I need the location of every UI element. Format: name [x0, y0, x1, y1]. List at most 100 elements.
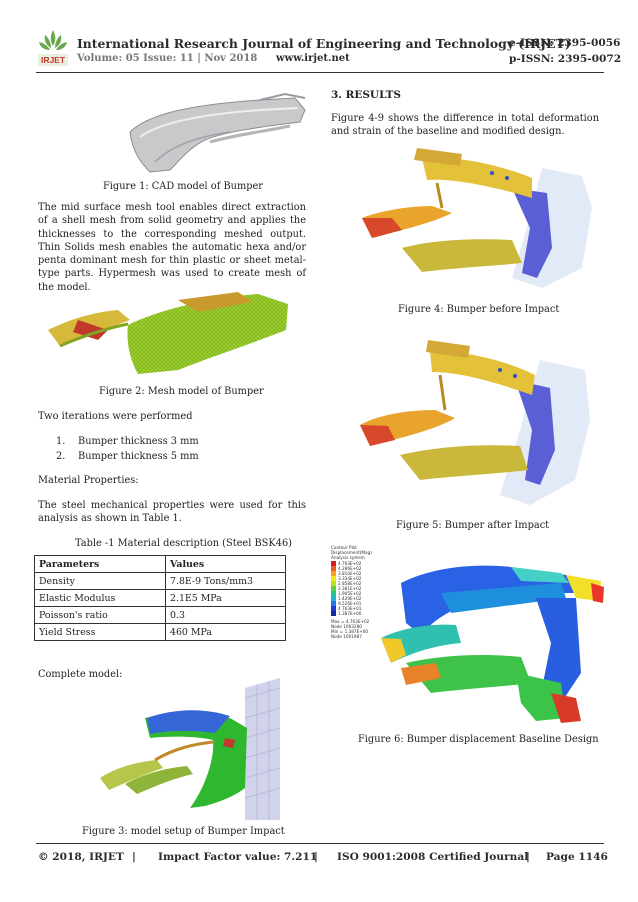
legend-value: 2.381E+02 [338, 586, 362, 591]
legend-title: Analysis system [331, 555, 365, 560]
footer-separator: | [314, 851, 318, 863]
legend-row: 4.763E+02 [331, 561, 372, 566]
e-issn: e-ISSN: 2395-0056 [509, 37, 621, 49]
figure-5-caption: Figure 5: Bumper after Impact [396, 520, 550, 531]
footer-page-number: Page 1146 [546, 851, 608, 863]
legend-swatch [331, 606, 336, 611]
legend-max-node: Node 1063280 [331, 624, 362, 629]
legend-row: 3.810E+02 [331, 571, 372, 576]
mesh-paragraph: The mid surface mesh tool enables direct… [38, 202, 306, 293]
footer-divider [36, 843, 604, 844]
volume-issue: Volume: 05 Issue: 11 | Nov 2018 [77, 53, 258, 64]
results-paragraph: Figure 4-9 shows the difference in total… [331, 113, 599, 138]
iteration-text: Bumper thickness 5 mm [78, 451, 199, 462]
legend-row: 3.334E+02 [331, 576, 372, 581]
legend-title: Contour Plot [331, 545, 357, 550]
figure-4-bumper-before-impact-image [362, 148, 592, 288]
complete-model-label: Complete model: [38, 669, 123, 680]
header-divider [36, 72, 604, 73]
figure-1-cad-bumper-image [129, 92, 306, 173]
iterations-intro: Two iterations were performed [38, 411, 193, 422]
legend-value: 9.526E+01 [338, 601, 362, 606]
table-header-row: Parameters Values [34, 555, 286, 573]
legend-value: 4.763E+01 [338, 606, 362, 611]
footer-copyright: © 2018, IRJET [38, 851, 124, 863]
legend-swatch [331, 611, 336, 616]
table-row: Yield Stress 460 MPa [34, 623, 286, 641]
legend-swatch [331, 596, 336, 601]
legend-value: 4.763E+02 [338, 561, 362, 566]
legend-swatch [331, 576, 336, 581]
figure-2-caption: Figure 2: Mesh model of Bumper [99, 386, 264, 397]
figure-4-caption: Figure 4: Bumper before Impact [398, 304, 560, 315]
table-cell: 460 MPa [165, 623, 286, 641]
iteration-text: Bumper thickness 3 mm [78, 436, 199, 447]
legend-value: 1.387E+00 [338, 611, 362, 616]
displacement-contour-plot [381, 565, 604, 723]
logo-text: IRJET [41, 55, 66, 65]
figure-6-displacement-image: Contour Plot Displacement(Mag) Analysis … [331, 545, 604, 725]
legend-swatch [331, 581, 336, 586]
legend-title: Displacement(Mag) [331, 550, 372, 555]
legend-value: 3.810E+02 [338, 571, 362, 576]
legend-min: Min = 1.387E+00 [331, 629, 369, 634]
legend-max: Max = 4.763E+02 [331, 619, 370, 624]
legend-value: 1.905E+02 [338, 591, 362, 596]
footer-separator: | [132, 851, 136, 863]
journal-title: International Research Journal of Engine… [77, 36, 571, 51]
irjet-logo-icon: IRJET [38, 30, 68, 66]
legend-value: 1.429E+02 [338, 596, 362, 601]
legend-row: 4.286E+02 [331, 566, 372, 571]
table-row: Poisson's ratio 0.3 [34, 606, 286, 624]
steel-paragraph: The steel mechanical properties were use… [38, 500, 306, 525]
legend-swatch [331, 601, 336, 606]
table-cell: Elastic Modulus [34, 589, 166, 607]
table-cell: Yield Stress [34, 623, 166, 641]
figure-6-caption: Figure 6: Bumper displacement Baseline D… [358, 734, 599, 745]
figure-3-caption: Figure 3: model setup of Bumper Impact [82, 826, 285, 837]
p-issn: p-ISSN: 2395-0072 [509, 53, 622, 65]
legend-swatch [331, 566, 336, 571]
legend-row: 2.381E+02 [331, 586, 372, 591]
iteration-number: 1. [56, 436, 66, 447]
footer-separator: | [526, 851, 530, 863]
legend-row: 4.763E+01 [331, 606, 372, 611]
table-cell: 7.8E-9 Tons/mm3 [165, 572, 286, 590]
legend-min-node: Node 1001987 [331, 634, 362, 639]
table-row: Elastic Modulus 2.1E5 MPa [34, 589, 286, 607]
table-cell: 2.1E5 MPa [165, 589, 286, 607]
footer-iso: ISO 9001:2008 Certified Journal [337, 851, 529, 863]
iteration-item: 2.Bumper thickness 5 mm [56, 451, 199, 462]
figure-1-caption: Figure 1: CAD model of Bumper [103, 181, 263, 192]
figure-3-impact-setup-image [100, 678, 280, 820]
table-cell: Density [34, 572, 166, 590]
legend-swatch [331, 561, 336, 566]
table-header-cell: Values [165, 555, 286, 573]
material-properties-label: Material Properties: [38, 475, 139, 486]
legend-value: 3.334E+02 [338, 576, 362, 581]
legend-value: 4.286E+02 [338, 566, 362, 571]
results-heading: 3. RESULTS [331, 89, 402, 101]
legend-row: 1.905E+02 [331, 591, 372, 596]
legend-row: 1.429E+02 [331, 596, 372, 601]
figure-5-bumper-after-impact-image [360, 340, 590, 505]
table-cell: 0.3 [165, 606, 286, 624]
figure-2-mesh-bumper-image [48, 292, 289, 374]
legend-swatch [331, 591, 336, 596]
footer-impact-factor: Impact Factor value: 7.211 [158, 851, 318, 863]
legend-row: 1.387E+00 [331, 611, 372, 616]
contour-legend: Contour Plot Displacement(Mag) Analysis … [331, 545, 372, 639]
journal-website-link[interactable]: www.irjet.net [276, 53, 350, 64]
table-row: Density 7.8E-9 Tons/mm3 [34, 572, 286, 590]
table-header-cell: Parameters [34, 555, 166, 573]
legend-row: 9.526E+01 [331, 601, 372, 606]
legend-row: 2.858E+02 [331, 581, 372, 586]
legend-swatch [331, 571, 336, 576]
material-table: Parameters Values Density 7.8E-9 Tons/mm… [34, 555, 286, 641]
iteration-item: 1. Bumper thickness 3 mm [56, 436, 199, 447]
table-1-caption: Table -1 Material description (Steel BSK… [75, 538, 292, 549]
table-cell: Poisson's ratio [34, 606, 166, 624]
legend-swatch [331, 586, 336, 591]
legend-value: 2.858E+02 [338, 581, 362, 586]
